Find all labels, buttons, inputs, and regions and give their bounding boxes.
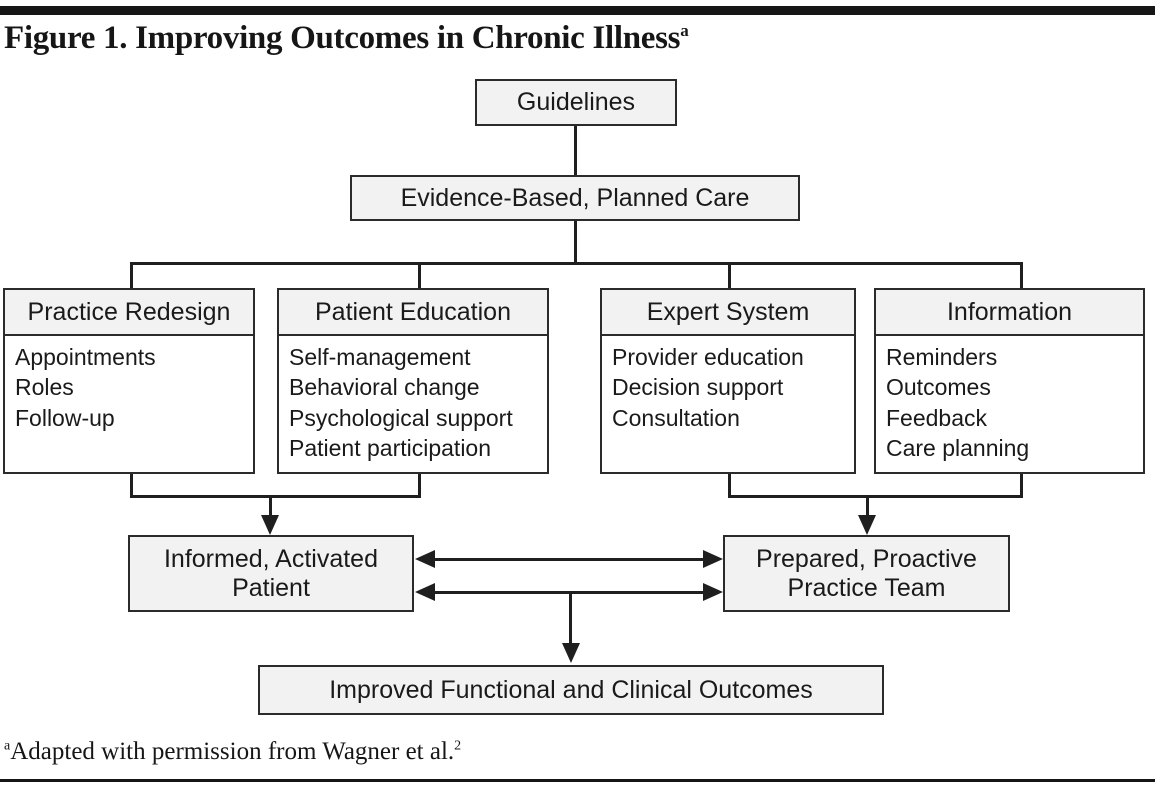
footnote-text: Adapted with permission from Wagner et a… [10,738,455,765]
list-item: Psychological support [289,404,513,431]
arrowhead-to-team [858,515,876,535]
node-outcomes-label: Improved Functional and Clinical Outcome… [329,675,813,704]
component-expert-system-title: Expert System [602,290,854,336]
connector-drop-practice-redesign [130,262,133,290]
connector-planned-care-drop [574,221,577,264]
footnote-reference-number: 2 [454,738,462,754]
list-item: Patient participation [289,435,492,462]
connector-to-outcomes [569,591,572,644]
page-title: Figure 1. Improving Outcomes in Chronic … [4,20,1104,57]
list-item: Appointments [15,344,156,370]
list-item: Decision support [612,374,784,401]
connector-practice-redesign-drop [130,474,133,498]
component-expert-system-list: Provider education Decision support Cons… [602,336,854,472]
top-rule [0,6,1155,15]
component-practice-redesign-title: Practice Redesign [5,290,253,336]
node-improved-outcomes: Improved Functional and Clinical Outcome… [258,665,884,715]
component-patient-education-title: Patient Education [279,290,547,336]
component-practice-redesign-list: Appointments Roles Follow-up [5,336,253,472]
node-guidelines: Guidelines [475,79,677,126]
connector-right-merge-to-team [866,495,869,518]
connector-expert-system-drop [728,474,731,498]
list-item: Self-management [289,344,471,370]
component-information-title: Information [876,290,1143,336]
connector-component-bus [130,262,1023,265]
component-information: Information Reminders Outcomes Feedback … [874,288,1145,474]
connector-drop-information [1020,262,1023,290]
figure-title-text: Figure 1. Improving Outcomes in Chronic … [4,20,681,56]
connector-left-merge-bus [130,495,421,498]
connector-guidelines-to-planned-care [574,126,577,175]
connector-drop-expert-system [728,262,731,290]
list-item: Feedback [886,404,988,431]
list-item: Consultation [612,404,740,431]
arrowhead-upper-left [415,550,435,568]
list-item: Reminders [886,344,998,370]
component-patient-education: Patient Education Self-management Behavi… [277,288,549,474]
node-patient-line2: Patient [232,573,310,602]
node-informed-activated-patient: Informed, Activated Patient [128,535,414,612]
arrowhead-to-outcomes [562,643,580,663]
connector-patient-education-drop [418,474,421,498]
list-item: Care planning [886,435,1030,462]
node-team-line1: Prepared, Proactive [756,544,977,573]
arrowhead-lower-left [415,583,435,601]
list-item: Behavioral change [289,374,480,401]
arrowhead-upper-right [703,550,723,568]
connector-information-drop [1020,474,1023,498]
list-item: Follow-up [15,404,115,431]
node-prepared-proactive-practice-team: Prepared, Proactive Practice Team [723,535,1010,612]
list-item: Provider education [612,344,804,370]
connector-right-merge-bus [728,495,1023,498]
footnote-marker: a [4,738,11,754]
component-practice-redesign: Practice Redesign Appointments Roles Fol… [3,288,255,474]
component-expert-system: Expert System Provider education Decisio… [600,288,856,474]
component-patient-education-list: Self-management Behavioral change Psycho… [279,336,547,472]
connector-patient-team-upper [434,558,704,561]
node-planned-care-label: Evidence-Based, Planned Care [400,183,750,212]
list-item: Roles [15,374,74,401]
bottom-rule [0,779,1155,782]
node-guidelines-label: Guidelines [516,88,636,117]
list-item: Outcomes [886,374,991,401]
node-team-line2: Practice Team [787,573,946,602]
component-information-list: Reminders Outcomes Feedback Care plannin… [876,336,1143,472]
node-patient-line1: Informed, Activated [163,544,378,573]
connector-left-merge-to-patient [269,495,272,518]
node-planned-care: Evidence-Based, Planned Care [350,175,800,221]
arrowhead-to-patient [261,515,279,535]
arrowhead-lower-right [703,583,723,601]
figure-title-footnote-marker: a [680,21,689,40]
figure-footnote: aAdapted with permission from Wagner et … [4,738,1104,766]
connector-drop-patient-education [418,262,421,290]
